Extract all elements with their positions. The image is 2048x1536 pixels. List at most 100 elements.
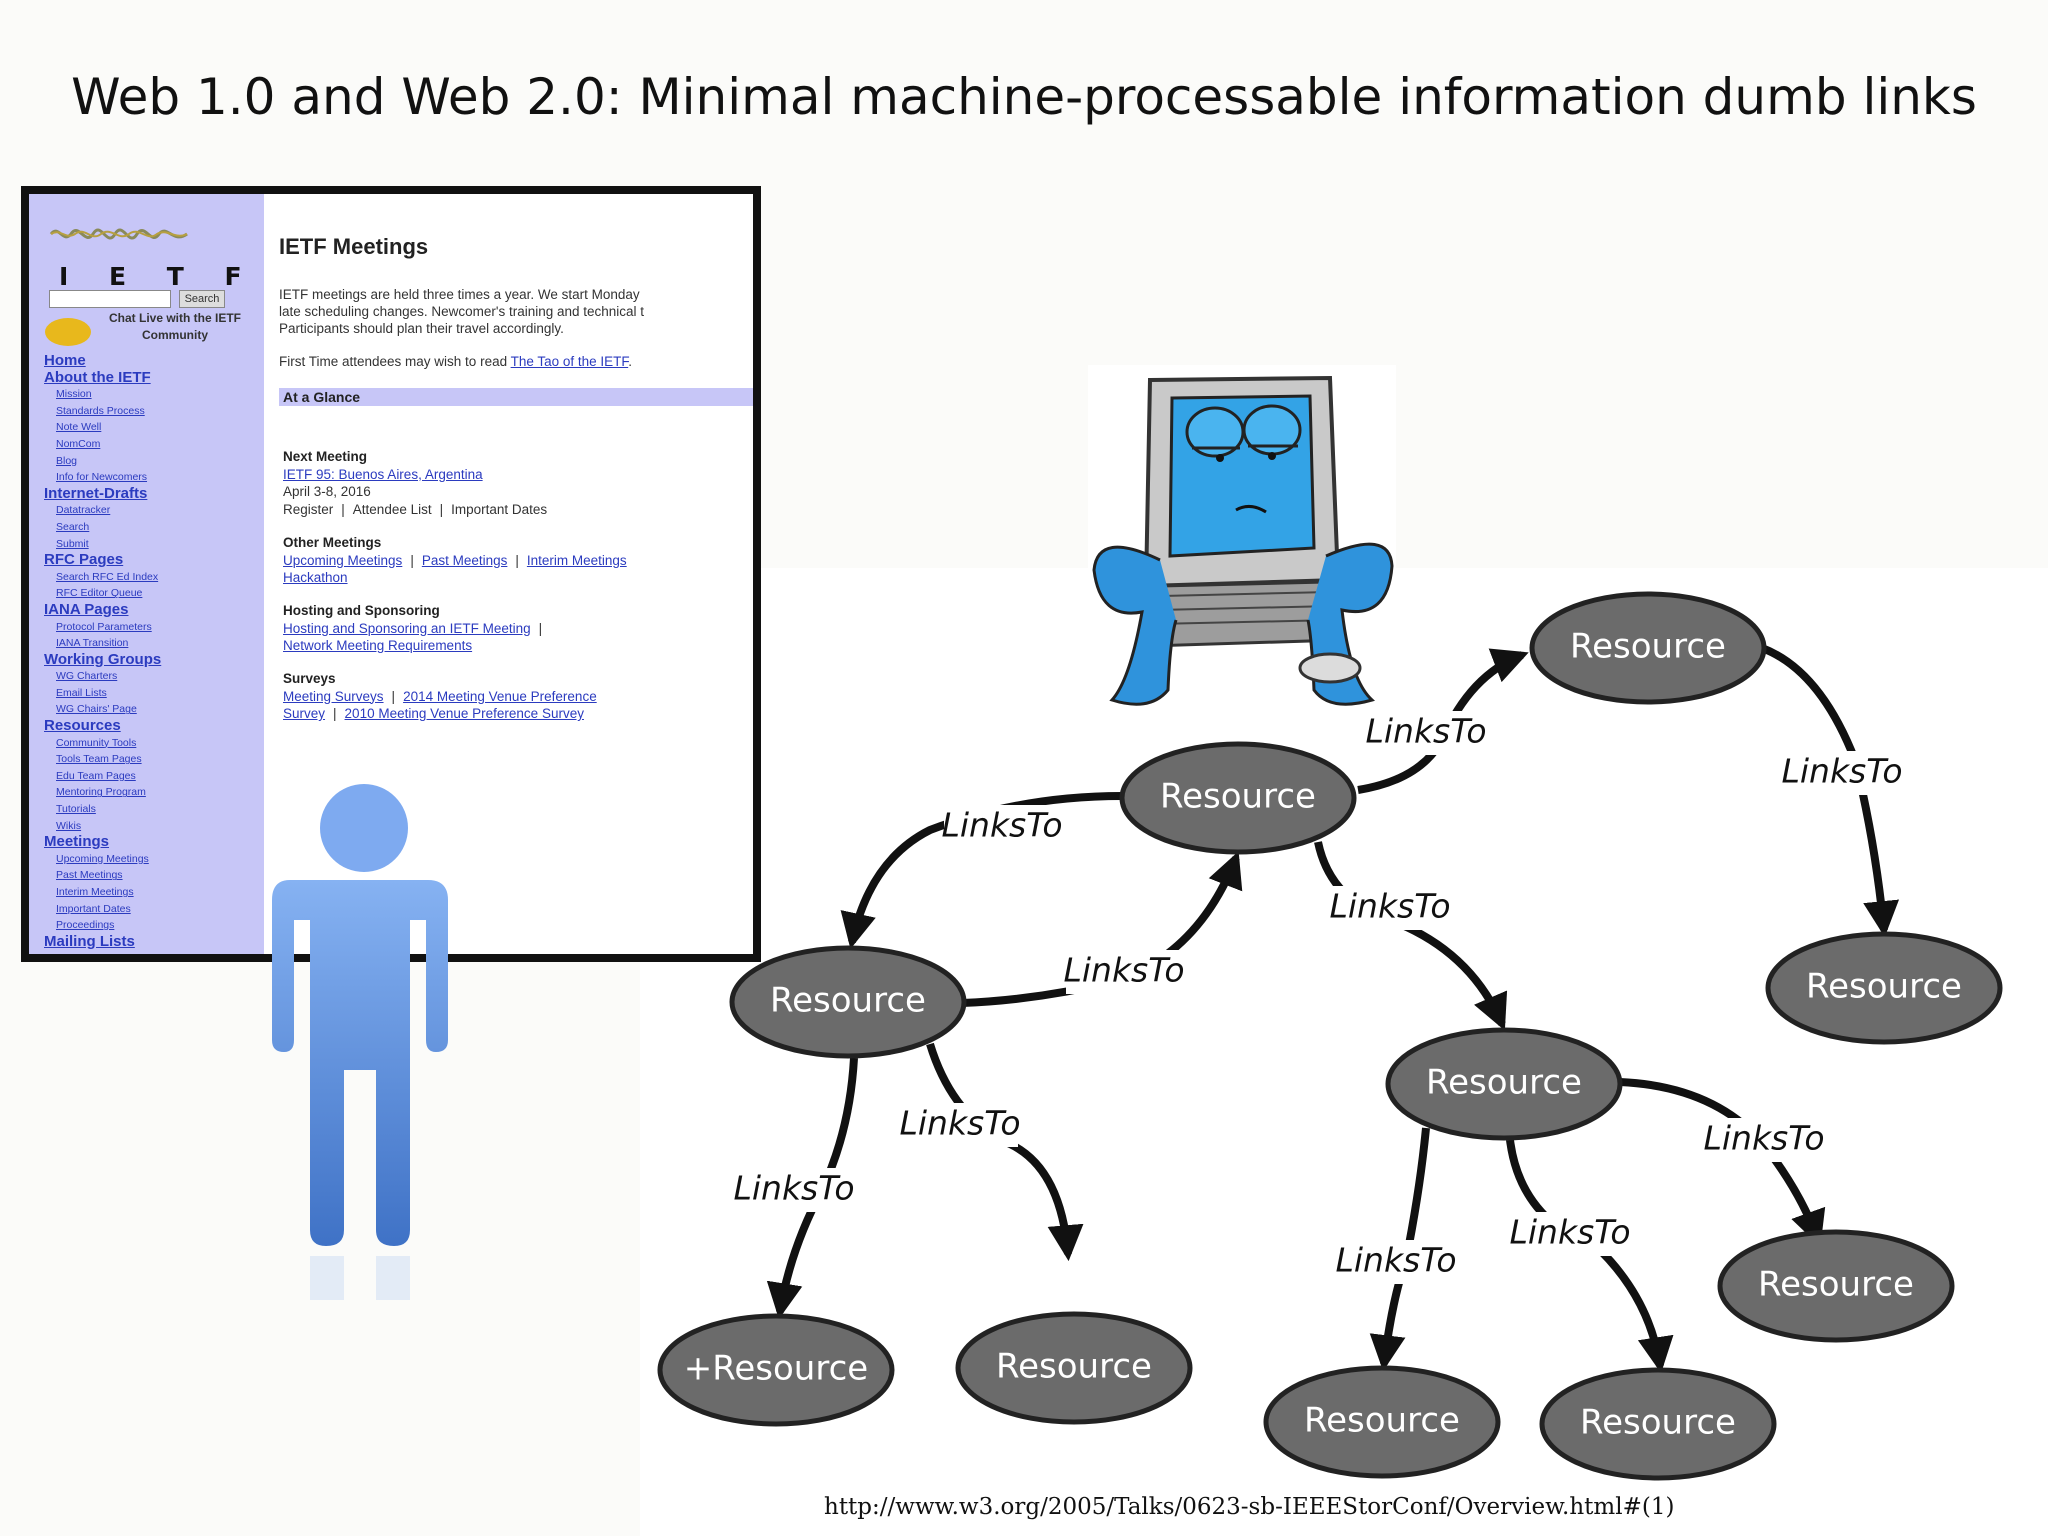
source-url[interactable]: http://www.w3.org/2005/Talks/0623-sb-IEE… (824, 1494, 1675, 1520)
sidebar-nav-item[interactable]: Info for Newcomers (56, 471, 148, 484)
section-heading: Other Meetings (283, 535, 382, 550)
edge-label-bg (1332, 886, 1448, 930)
section-heading: Hosting and Sponsoring (283, 603, 440, 618)
sidebar-nav-item[interactable]: Mailing Lists (44, 932, 135, 950)
sidebar-search-input[interactable] (49, 290, 171, 308)
sidebar-nav-item[interactable]: Proceedings (56, 919, 115, 932)
sidebar-nav-item[interactable]: Search RFC Ed Index (56, 570, 159, 583)
sidebar-nav-item[interactable]: Wikis (56, 819, 82, 832)
resource-node-label: Resource (1758, 1265, 1914, 1305)
sidebar-nav-item[interactable]: Meetings (44, 833, 110, 851)
tao-link[interactable]: The Tao of the IETF (510, 354, 629, 369)
sidebar-nav-item[interactable]: About the IETF (44, 368, 151, 386)
edge-label-bg (1784, 751, 1900, 795)
edge-label-bg (1706, 1118, 1822, 1162)
sidebar-nav-item[interactable]: Protocol Parameters (56, 620, 152, 633)
resource-node (1717, 1229, 1955, 1343)
ietf-logo-wave-icon (49, 228, 188, 240)
sidebar-nav-item[interactable]: Submit (56, 537, 89, 550)
next-meeting-items: Register|Attendee List|Important Dates (283, 501, 548, 517)
resource-node (657, 1313, 895, 1427)
intro-text: IETF meetings are held three times a yea… (279, 286, 749, 337)
sidebar-nav-item[interactable]: Mission (56, 388, 92, 401)
sidebar-nav-item[interactable]: Upcoming Meetings (56, 852, 149, 865)
links-to-label: LinksTo (899, 1104, 1020, 1143)
upcoming-meetings-link[interactable]: Upcoming Meetings (283, 552, 403, 568)
ietf-main-content: IETF Meetings IETF meetings are held thr… (279, 194, 753, 954)
links-to-label: LinksTo (1365, 712, 1486, 751)
sidebar-nav-item[interactable]: Working Groups (44, 650, 162, 668)
ietf95-link[interactable]: IETF 95: Buenos Aires, Argentina (283, 466, 483, 482)
attendee-list-item[interactable]: Attendee List (352, 501, 432, 517)
resource-node-label: Resource (1580, 1403, 1736, 1443)
intro-line: IETF meetings are held three times a yea… (279, 287, 640, 302)
edge-label-bg (736, 1168, 852, 1212)
link-arrow (840, 792, 1123, 950)
links-to-label: LinksTo (1335, 1241, 1456, 1280)
ietf-webpage-screenshot: I E T F Search Chat Live with the IETF C… (21, 186, 761, 962)
sidebar-nav-item[interactable]: NomCom (56, 437, 101, 450)
sidebar-nav-item[interactable]: WG Chairs' Page (56, 703, 137, 716)
sidebar-nav-item[interactable]: Interim Meetings (56, 886, 134, 898)
sidebar-nav-item[interactable]: IANA Pages (44, 600, 129, 618)
page-title: IETF Meetings (279, 234, 429, 259)
sidebar-nav-item[interactable]: Search (56, 520, 90, 533)
important-dates-item[interactable]: Important Dates (451, 501, 548, 517)
edge-label-bg (1338, 1240, 1454, 1284)
resource-node (729, 945, 967, 1059)
sidebar-nav-item[interactable]: Important Dates (56, 902, 131, 915)
chat-live-text[interactable]: Chat Live with the IETF Community (108, 311, 241, 342)
resource-node (1539, 1367, 1777, 1481)
resource-node-label: Resource (1160, 777, 1316, 817)
sidebar-nav-item[interactable]: RFC Pages (44, 551, 124, 569)
resource-node (1385, 1027, 1623, 1141)
first-time-line: First Time attendees may wish to read Th… (279, 354, 632, 369)
sidebar-nav-item[interactable]: Email Lists (56, 686, 107, 699)
meeting-surveys-link[interactable]: Meeting Surveys (283, 688, 384, 704)
sidebar-nav-item[interactable]: Tools Team Pages (56, 753, 142, 766)
sidebar-nav-item[interactable]: Internet-Drafts (44, 484, 148, 502)
interim-meetings-link[interactable]: Interim Meetings (526, 552, 627, 568)
sidebar-nav-item[interactable]: Home (44, 352, 86, 369)
other-meetings-section: Other Meetings Upcoming Meetings|Past Me… (283, 534, 753, 587)
next-meeting-section: Next Meeting IETF 95: Buenos Aires, Arge… (283, 448, 753, 518)
intro-line: late scheduling changes. Newcomer's trai… (279, 304, 645, 319)
link-arrow (1314, 841, 1508, 1031)
sidebar-nav-item[interactable]: RFC Editor Queue (56, 587, 143, 600)
edge-label-bg (902, 1103, 1018, 1147)
register-item[interactable]: Register (283, 501, 334, 517)
venue-2014-link[interactable]: 2014 Meeting Venue Preference (403, 688, 597, 704)
sidebar-nav-item[interactable]: WG Charters (56, 670, 118, 683)
section-heading: Next Meeting (283, 449, 368, 464)
hackathon-link[interactable]: Hackathon (283, 570, 348, 585)
slide-title: Web 1.0 and Web 2.0: Minimal machine-pro… (71, 68, 1977, 126)
sidebar-nav-item[interactable]: Standards Process (56, 404, 145, 417)
resource-node-label: Resource (1570, 627, 1726, 667)
sidebar-nav-item[interactable]: Past Meetings (56, 869, 123, 882)
intro-line: Participants should plan their travel ac… (279, 321, 564, 336)
sidebar-nav-item[interactable]: Datatracker (56, 504, 111, 517)
edge-label-bg (944, 805, 1060, 849)
cartoon-computer-icon (1088, 365, 1396, 710)
sidebar-nav-item[interactable]: Note Well (56, 421, 102, 434)
resource-node-label: Resource (1806, 967, 1962, 1007)
past-meetings-link[interactable]: Past Meetings (421, 552, 508, 568)
hosting-section: Hosting and Sponsoring Hosting and Spons… (283, 602, 753, 655)
graph-edges: LinksToLinksToLinksToLinksToLinksToLinks… (733, 644, 1903, 1374)
sidebar-nav-item[interactable]: Resources (44, 717, 121, 735)
survey-link[interactable]: Survey (283, 706, 326, 721)
sidebar-nav-item[interactable]: IANA Transition (56, 637, 129, 650)
sidebar-nav-item[interactable]: Community Tools (56, 736, 137, 749)
sidebar-nav-item[interactable]: Blog (56, 454, 78, 467)
network-requirements-link[interactable]: Network Meeting Requirements (283, 638, 473, 653)
hosting-link[interactable]: Hosting and Sponsoring an IETF Meeting (283, 620, 531, 636)
link-arrow (926, 1042, 1084, 1262)
first-time-end: . (628, 354, 632, 369)
sidebar-nav-item[interactable]: Tutorials (56, 803, 96, 816)
sidebar-search-button[interactable]: Search (179, 290, 225, 308)
venue-2010-link[interactable]: 2010 Meeting Venue Preference Survey (344, 706, 584, 721)
ietf-logo-text: I E T F (59, 262, 258, 291)
sidebar-nav-item[interactable]: Mentoring Program (56, 786, 146, 799)
sidebar-nav-item[interactable]: Edu Team Pages (56, 769, 136, 782)
